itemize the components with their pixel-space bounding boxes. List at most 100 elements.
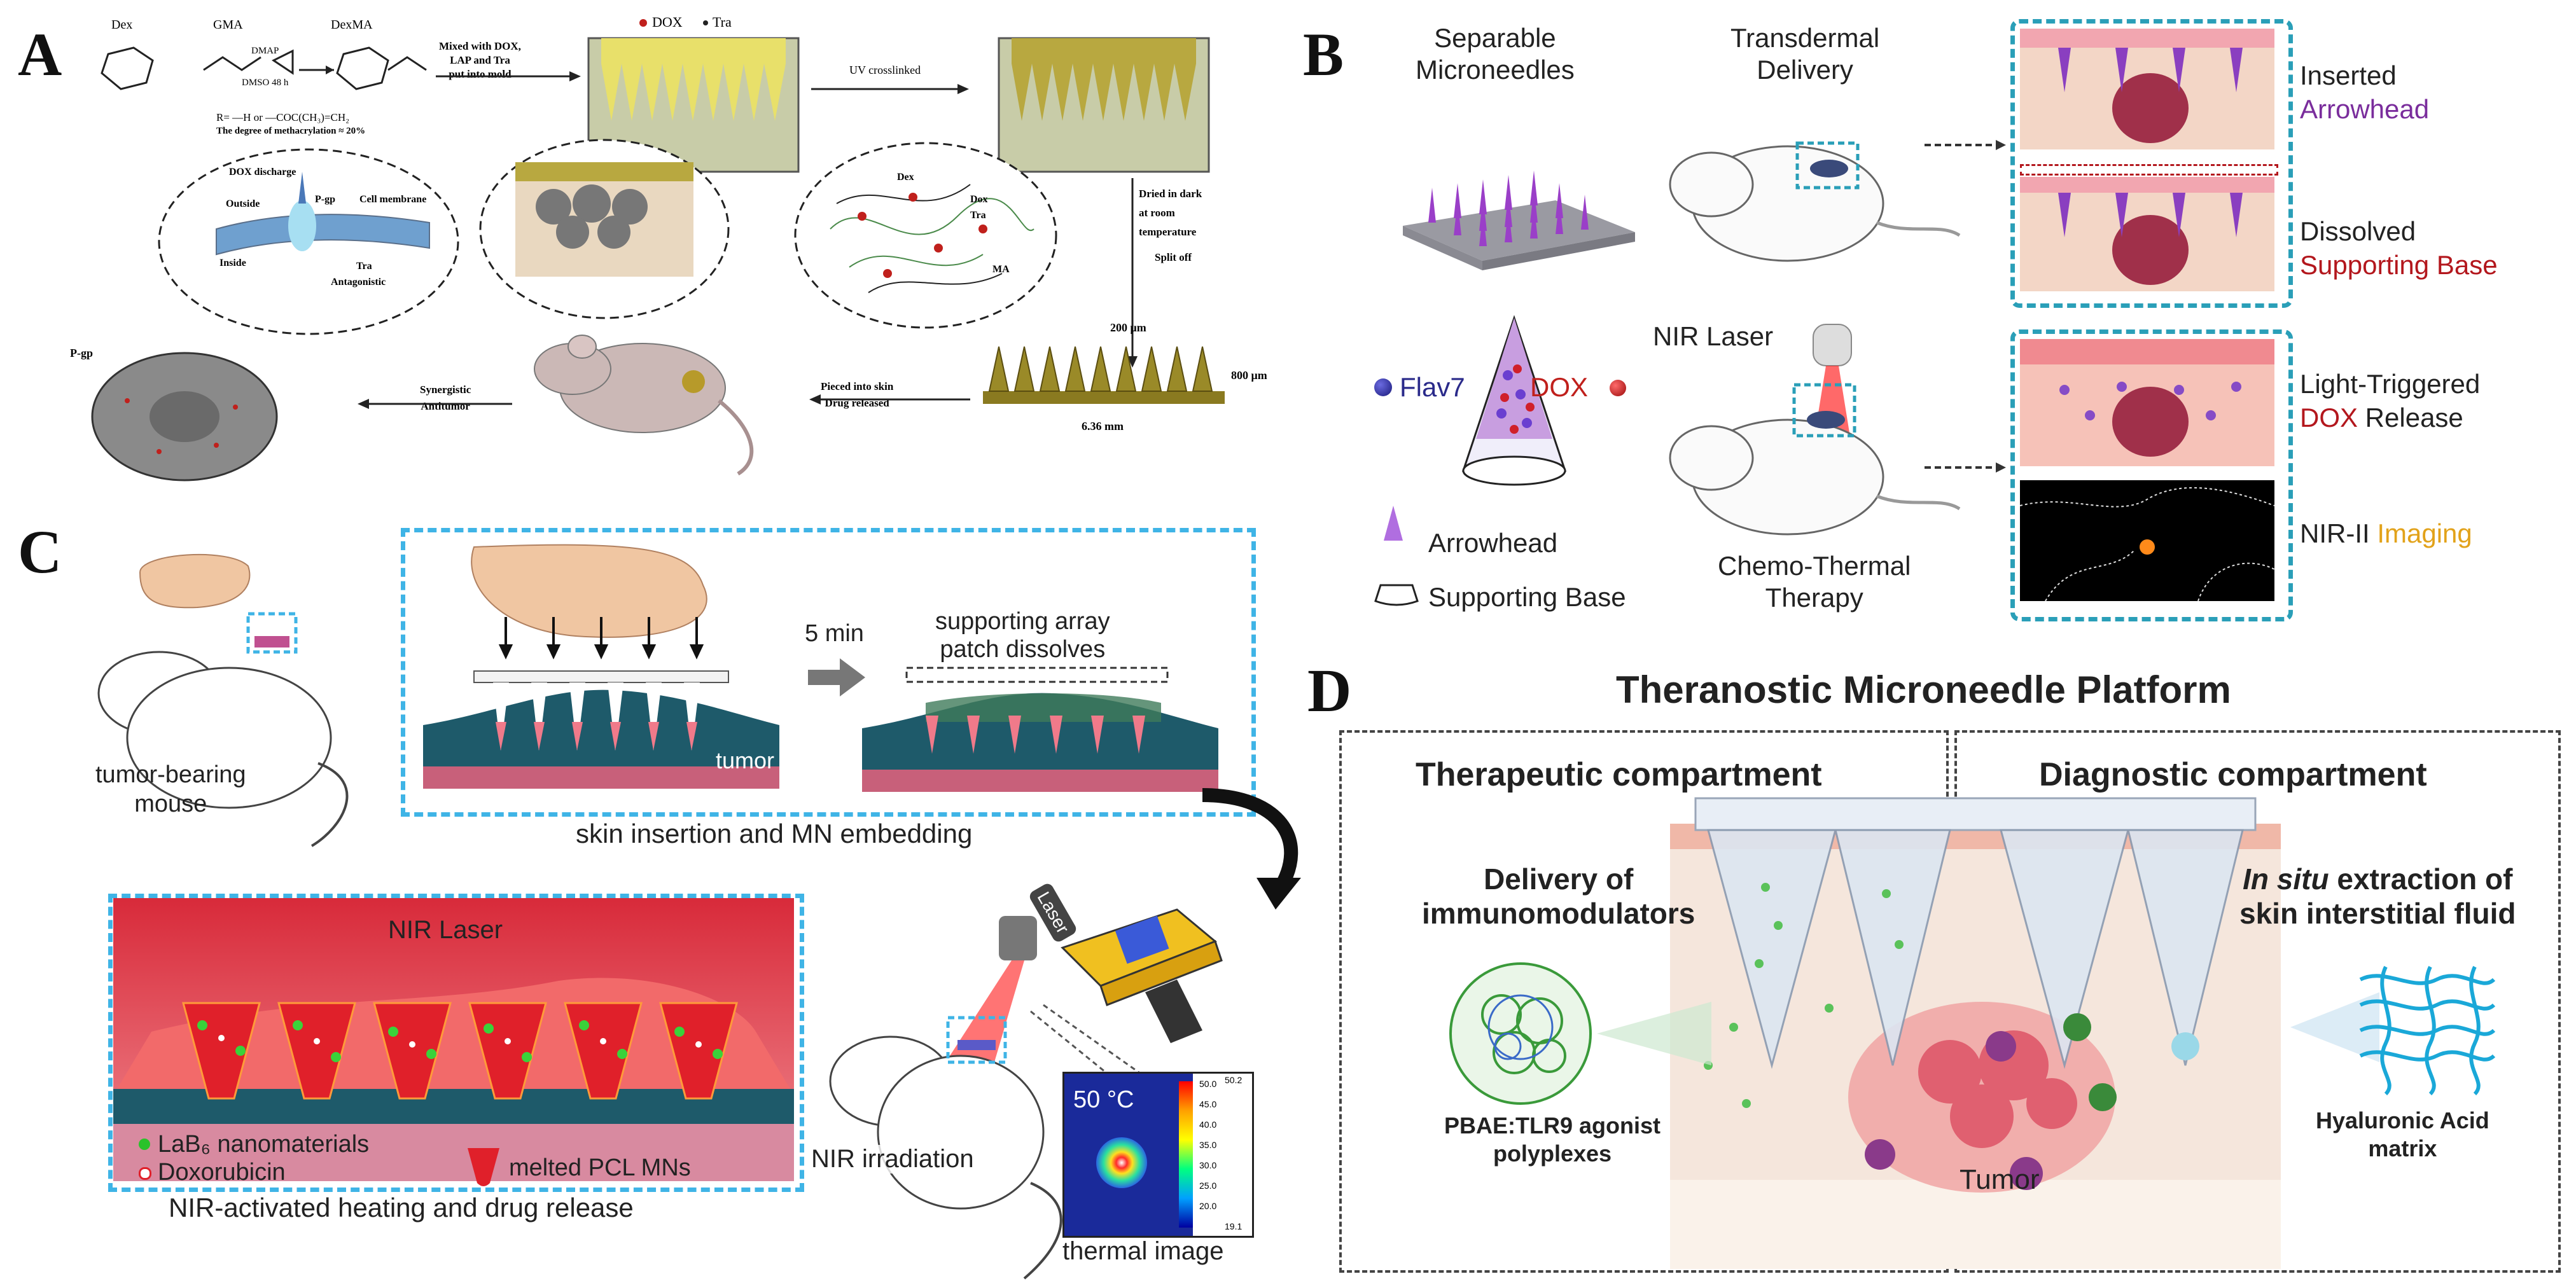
thermal-temp-label: 50 °C <box>1073 1086 1134 1113</box>
tumor-cell <box>91 352 278 481</box>
thermal-scale-panel: 50.2 50.0 45.0 40.0 35.0 30.0 25.0 20.0 … <box>1193 1074 1252 1236</box>
panel-label-c: C <box>18 518 62 586</box>
skin-box-bottom <box>2010 329 2293 621</box>
mold-crosslinked <box>998 37 1210 173</box>
cone-microneedle <box>1461 315 1567 486</box>
step-dry-line3: temperature <box>1139 226 1197 238</box>
thermal-image: 50 °C 50.2 50.0 45.0 40.0 35.0 30.0 25.0… <box>1062 1072 1254 1238</box>
tumor-mouse-line1: tumor-bearing <box>95 761 246 788</box>
transdermal-label: Transdermal Delivery <box>1730 22 1879 86</box>
supporting-base-legend-label: Supporting Base <box>1428 582 1626 612</box>
scale-max: 50.2 <box>1225 1075 1243 1085</box>
arrow-synergistic <box>358 399 512 409</box>
curved-arrow-c <box>1202 788 1301 910</box>
nir-ii-image <box>2019 480 2275 602</box>
delivery-label: Delivery of immunomodulators <box>1422 862 1695 931</box>
step-mix-line1: Mixed with DOX, <box>439 40 521 52</box>
step-split-label: Split off <box>1155 251 1192 263</box>
arrow-dry <box>1127 178 1138 368</box>
platform-title: Theranostic Microneedle Platform <box>1616 668 2231 711</box>
scale-35: 35.0 <box>1199 1140 1217 1150</box>
diagnostic-label: Diagnostic compartment <box>2039 756 2427 793</box>
legend-dox-dot <box>639 19 647 27</box>
thermal-camera <box>1061 908 1223 1043</box>
heating-illustration <box>113 898 794 1181</box>
legend-tra-label: Tra <box>713 14 732 30</box>
microneedle-patch <box>1403 170 1635 270</box>
legend-dox-label: DOX <box>652 14 683 30</box>
hyaluronic-line2: matrix <box>2368 1135 2437 1161</box>
supporting-base-legend-icon <box>1374 584 1419 606</box>
nir-irradiation-label: NIR irradiation <box>811 1145 974 1174</box>
skin-divider <box>2020 164 2278 176</box>
flav7-dot <box>1374 378 1392 396</box>
pbae-label: PBAE:TLR9 agonist polyplexes <box>1444 1112 1660 1168</box>
lab6-label: LaB₆ nanomaterials <box>158 1131 370 1158</box>
network-tra-label: Tra <box>970 210 986 221</box>
step-dry-label: Dried in dark at room temperature <box>1139 184 1202 242</box>
skin-microneedles-d <box>1670 797 2281 1269</box>
mouse-bottom-b <box>1669 383 1961 536</box>
microneedle-array <box>983 346 1225 404</box>
reagent-dex: Dex <box>111 18 133 32</box>
chemo-line2: Therapy <box>1765 583 1863 613</box>
arrow-uv <box>811 84 969 94</box>
tra-cell-label: Tra <box>356 261 372 272</box>
five-min-label: 5 min <box>805 620 864 647</box>
dissolved-label: Dissolved <box>2300 216 2416 246</box>
in-situ-italic: In situ <box>2243 862 2329 896</box>
dox-release-label: DOX Release <box>2300 403 2463 433</box>
scale-50: 50.0 <box>1199 1079 1217 1089</box>
step-dry-line1: Dried in dark <box>1139 188 1202 200</box>
dox-dot-b <box>1610 380 1626 396</box>
skin-light-triggered <box>2020 339 2274 466</box>
dox-label-b: DOX <box>1530 372 1589 402</box>
r-group-label: R= —H or —COC(CH₃)=CH₂ <box>216 111 350 123</box>
separable-label: Separable Microneedles <box>1416 22 1575 86</box>
insertion-box <box>401 528 1256 817</box>
network-dox-label: Dox <box>970 194 988 205</box>
arrowhead-legend-label: Arrowhead <box>1428 528 1558 558</box>
catalyst-label: DMAP <box>251 46 279 56</box>
dim-636-label: 6.36 mm <box>1082 420 1124 433</box>
skin-inserted <box>2020 29 2274 149</box>
arrow-b-top <box>1925 140 2006 150</box>
inside-label: Inside <box>219 258 246 268</box>
nir-laser-label-c: NIR Laser <box>388 916 503 944</box>
nir-ii-label: NIR-II Imaging <box>2300 518 2472 549</box>
outside-label: Outside <box>226 198 260 209</box>
in-situ-line2: skin interstitial fluid <box>2239 897 2516 930</box>
transdermal-line1: Transdermal <box>1730 23 1880 53</box>
inserted-label: Inserted <box>2300 60 2397 90</box>
synergistic-line1: Synergistic <box>420 384 471 396</box>
skin-box-top <box>2010 19 2293 308</box>
chemo-line1: Chemo-Thermal <box>1718 551 1911 581</box>
transdermal-line2: Delivery <box>1757 55 1853 85</box>
lab6-dot <box>139 1139 150 1150</box>
chemo-label: Chemo-Thermal Therapy <box>1718 550 1911 614</box>
network-dex-label: Dex <box>897 172 914 183</box>
hyaluronic-line1: Hyaluronic Acid <box>2316 1107 2489 1133</box>
hyaluronic-matrix <box>2290 966 2496 1096</box>
pgp-cell-label: P-gp <box>315 194 335 205</box>
thermal-colorbar <box>1179 1081 1193 1228</box>
scale-min: 19.1 <box>1225 1221 1243 1231</box>
arrow-mix <box>436 71 581 81</box>
pbae-line1: PBAE:TLR9 agonist <box>1444 1112 1661 1139</box>
dim-200-label: 200 μm <box>1110 321 1146 334</box>
arrowhead-colored-label: Arrowhead <box>2300 94 2430 124</box>
flav7-label: Flav7 <box>1400 372 1465 402</box>
solvent-label: DMSO 48 h <box>242 78 289 88</box>
delivery-line1: Delivery of <box>1484 862 1634 896</box>
imaging-text: Imaging <box>2377 518 2472 548</box>
methacrylation-label: The degree of methacrylation ≈ 20% <box>216 126 366 136</box>
tumor-mouse-line2: mouse <box>134 791 207 817</box>
skin-insertion-label: skin insertion and MN embedding <box>576 819 973 848</box>
cell-membrane-label: Cell membrane <box>359 194 427 205</box>
arrowhead-legend-icon <box>1384 506 1403 541</box>
in-situ-line1: In situ extraction of <box>2239 862 2516 896</box>
melted-label: melted PCL MNs <box>509 1154 691 1181</box>
doxorubicin-label: Doxorubicin <box>158 1159 286 1186</box>
tumor-label-c: tumor <box>716 747 775 773</box>
arrow-pierce <box>809 394 970 405</box>
